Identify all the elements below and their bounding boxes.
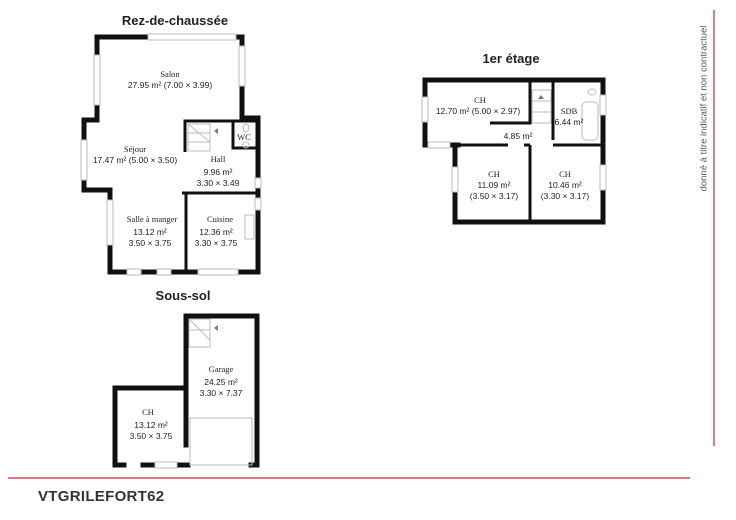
room-dims: (3.50 × 3.17) bbox=[470, 191, 519, 201]
room-name: CH bbox=[142, 407, 154, 417]
window bbox=[254, 177, 262, 189]
room-name: Salle à manger bbox=[127, 214, 178, 224]
garage-door bbox=[189, 417, 253, 466]
garage-wall bbox=[183, 313, 260, 468]
room-name: SDB bbox=[561, 106, 578, 116]
stair-arrow-icon bbox=[538, 95, 544, 99]
window bbox=[80, 139, 88, 181]
room-dims: (3.30 × 3.17) bbox=[541, 191, 590, 201]
stair-arrow-icon bbox=[214, 128, 218, 134]
toilet-icon bbox=[242, 123, 250, 133]
room-name: WC bbox=[237, 132, 251, 142]
window bbox=[238, 45, 246, 87]
room-area: 12.70 m² (5.00 × 2.97) bbox=[436, 106, 521, 116]
room-area: 13.12 m² bbox=[133, 227, 167, 237]
room-name: CH bbox=[488, 169, 500, 179]
window bbox=[156, 268, 172, 276]
window bbox=[126, 268, 142, 276]
room-area: 17.47 m² (5.00 × 3.50) bbox=[93, 155, 178, 165]
wall bbox=[490, 82, 532, 125]
toilet-icon bbox=[587, 88, 597, 96]
level-title-rdc: Rez-de-chaussée bbox=[122, 13, 228, 28]
room-dims: 3.50 × 3.75 bbox=[129, 238, 172, 248]
room-area: 24.25 m² bbox=[204, 377, 238, 387]
sink-icon bbox=[242, 141, 250, 149]
staircase bbox=[531, 89, 552, 124]
room-name: CH bbox=[474, 95, 486, 105]
stove-icon bbox=[244, 214, 255, 240]
window bbox=[599, 164, 607, 191]
plan-rez-de-chaussee: Rez-de-chaussée Salon 27.95 m² (7.00 × bbox=[80, 13, 262, 276]
plan-1er-etage: 1er étage CH 12.70 m² (5.00 × 2.97) SDB … bbox=[421, 51, 607, 225]
window bbox=[451, 166, 459, 193]
window bbox=[427, 141, 451, 149]
room-area: 11.09 m² bbox=[478, 180, 511, 190]
wc-wall bbox=[231, 121, 258, 150]
room-name: Garage bbox=[209, 364, 234, 374]
window bbox=[93, 54, 101, 106]
disclaimer: donné à titre indicatif et non contractu… bbox=[698, 25, 710, 191]
room-name: CH bbox=[559, 169, 571, 179]
staircase bbox=[188, 318, 211, 348]
room-dims: 3.30 × 3.75 bbox=[195, 238, 238, 248]
room-dims: 3.30 × 7.37 bbox=[200, 388, 243, 398]
level-title-etage: 1er étage bbox=[482, 51, 539, 66]
window bbox=[421, 96, 429, 123]
bathtub-icon bbox=[581, 101, 599, 141]
window bbox=[106, 199, 114, 246]
stair-arrow-icon bbox=[214, 325, 218, 331]
window bbox=[154, 461, 178, 469]
property-reference: VTGRILEFORT62 bbox=[38, 488, 165, 505]
room-area: 12.36 m² bbox=[199, 227, 233, 237]
room-area: 4.85 m² bbox=[504, 131, 533, 141]
window bbox=[147, 33, 237, 41]
room-name: Cuisine bbox=[207, 214, 233, 224]
level-title-sous-sol: Sous-sol bbox=[156, 288, 211, 303]
window bbox=[254, 197, 262, 211]
room-area: 6.44 m² bbox=[555, 117, 584, 127]
room-name: Hall bbox=[211, 154, 226, 164]
ch-wall bbox=[112, 385, 189, 468]
room-area: 27.95 m² (7.00 × 3.99) bbox=[128, 80, 213, 90]
staircase bbox=[187, 123, 211, 152]
room-dims: 3.50 × 3.75 bbox=[130, 431, 173, 441]
window bbox=[197, 268, 239, 276]
room-area: 13.12 m² bbox=[134, 420, 168, 430]
room-area: 9.96 m² bbox=[204, 167, 233, 177]
room-name: Salon bbox=[160, 69, 180, 79]
plan-sous-sol: Sous-sol Garage 24.25 m² 3.30 × 7.37 CH … bbox=[112, 288, 260, 469]
room-dims: 3.30 × 3.49 bbox=[197, 178, 240, 188]
room-area: 10.46 m² bbox=[548, 180, 582, 190]
etage-outer-wall bbox=[422, 77, 606, 225]
window bbox=[599, 94, 607, 116]
room-name: Séjour bbox=[124, 144, 146, 154]
